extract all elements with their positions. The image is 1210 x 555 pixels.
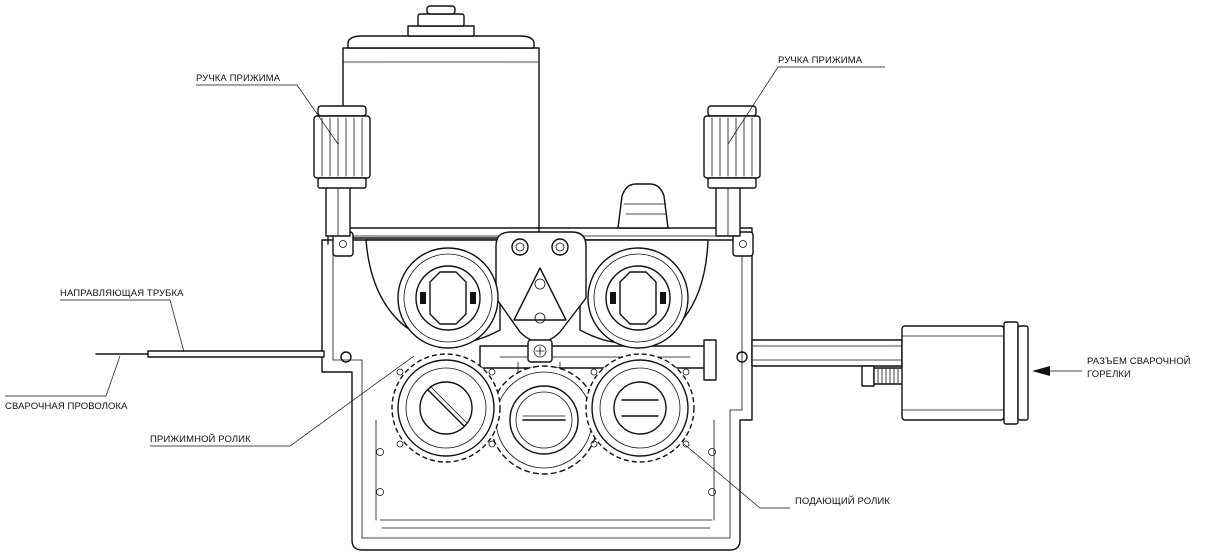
mount-hole-right [736, 351, 748, 363]
label-pressure-handle-left: РУЧКА ПРИЖИМА [196, 73, 281, 84]
center-plate [495, 231, 587, 343]
leader-lines [5, 66, 1082, 509]
drive-gear [489, 365, 599, 475]
upper-roller-right [587, 247, 689, 349]
motor [342, 5, 540, 239]
label-pressure-handle-right: РУЧКА ПРИЖИМА [778, 55, 863, 66]
feed-roller-left [391, 353, 501, 463]
label-feed-roller: ПОДАЮЩИЙ РОЛИК [795, 495, 890, 507]
label-torch-connector-line1: РАЗЪЕМ СВАРОЧНОЙ [1087, 355, 1191, 367]
label-torch-connector-line2: ГОРЕЛКИ [1087, 369, 1131, 380]
callout-labels: РУЧКА ПРИЖИМА РУЧКА ПРИЖИМА НАПРАВЛЯЮЩАЯ… [5, 55, 1191, 507]
label-pressure-roller: ПРИЖИМНОЙ РОЛИК [150, 433, 251, 445]
inlet-spout [617, 183, 669, 229]
mount-hole-left [340, 351, 352, 363]
upper-roller-left [397, 247, 499, 349]
torch-connector [751, 321, 1029, 425]
guide-tube [95, 350, 325, 358]
label-guide-tube: НАПРАВЛЯЮЩАЯ ТРУБКА [60, 288, 184, 299]
feed-roller-right [585, 353, 695, 463]
frame-plate [321, 239, 753, 551]
label-welding-wire: СВАРОЧНАЯ ПРОВОЛОКА [5, 401, 128, 412]
pivot-right [732, 231, 754, 257]
pressure-handle-right [703, 105, 761, 237]
pressure-handle-left [313, 105, 371, 237]
